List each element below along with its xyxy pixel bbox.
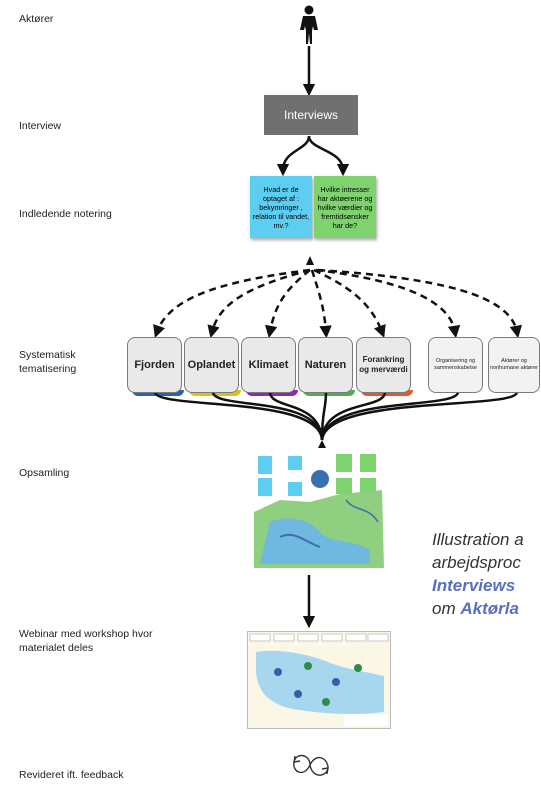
stage-label-revideret: Revideret ift. feedback	[19, 769, 124, 781]
stage-label-opsamling: Opsamling	[19, 467, 70, 479]
caption-line-3: Interviews	[432, 576, 516, 595]
stage-label-webinar: Webinar med workshop hvor materialet del…	[19, 628, 153, 654]
theme-organisering-label: Organisering og sammenskabelse	[434, 358, 477, 371]
stage-label-aktorer: Aktører	[19, 13, 54, 25]
arrow-interviews-to-note-1	[276, 135, 311, 177]
theme-naturen-label: Naturen	[304, 359, 347, 371]
theme-fjorden: Fjorden	[127, 337, 184, 396]
dashed-arrow-organisering	[315, 268, 461, 339]
theme-klimaet-label: Klimaet	[248, 359, 289, 371]
caption-line-4-highlight: Aktørla	[460, 599, 519, 618]
theme-forankring-label: Forankring og merværdi	[359, 355, 408, 374]
note-concerns-text: Hvad er de optaget af : bekymringer , re…	[252, 184, 310, 230]
dashed-arrow-aktorer	[317, 268, 522, 339]
dashed-arrow-fjorden	[153, 268, 311, 338]
theme-forankring: Forankring og merværdi	[356, 337, 413, 396]
dashed-arrow-forankring	[313, 268, 386, 338]
interviews-box: Interviews	[264, 95, 358, 135]
webinar-map-image	[247, 631, 391, 729]
illustration-caption: Illustration a arbejdsproc Interviews om…	[432, 528, 524, 620]
cycle-icon	[293, 754, 329, 776]
arrow-interviews-to-note-2	[307, 135, 350, 177]
theme-aktorer: Aktører og nonhumane aktører	[488, 337, 540, 393]
theme-fjorden-label: Fjorden	[134, 359, 175, 371]
interviews-label: Interviews	[283, 108, 339, 122]
stage-label-interview: Interview	[19, 120, 62, 132]
theme-organisering: Organisering og sammenskabelse	[428, 337, 483, 393]
caption-line-4-prefix: om	[432, 599, 461, 618]
theme-naturen: Naturen	[298, 337, 355, 396]
dashed-arrow-klimaet	[264, 269, 311, 339]
stage-label-systematisk-tematisering: Systematisk tematisering	[19, 349, 77, 375]
theme-aktorer-label: Aktører og nonhumane aktører	[490, 358, 538, 371]
caption-line-2: arbejdsproc	[432, 553, 521, 572]
caption-line-4: om Aktørla	[432, 597, 524, 620]
arrowhead-up-icon	[306, 256, 314, 265]
person-icon	[300, 5, 318, 44]
theme-oplandet-label: Oplandet	[187, 359, 236, 371]
note-interests-text: Hvilke intresser har aktøerene og hvilke…	[317, 184, 373, 230]
dashed-arrow-oplandet	[207, 268, 311, 339]
caption-line-1: Illustration a	[432, 530, 524, 549]
theme-klimaet: Klimaet	[241, 337, 298, 396]
stage-label-indledende-notering: Indledende notering	[19, 208, 112, 220]
theme-oplandet: Oplandet	[184, 337, 241, 396]
note-concerns: Hvad er de optaget af : bekymringer , re…	[250, 176, 312, 238]
note-interests: Hvilke intresser har aktøerene og hvilke…	[314, 176, 376, 238]
dashed-arrow-naturen	[310, 269, 332, 339]
opsamling-map-image	[250, 452, 388, 570]
